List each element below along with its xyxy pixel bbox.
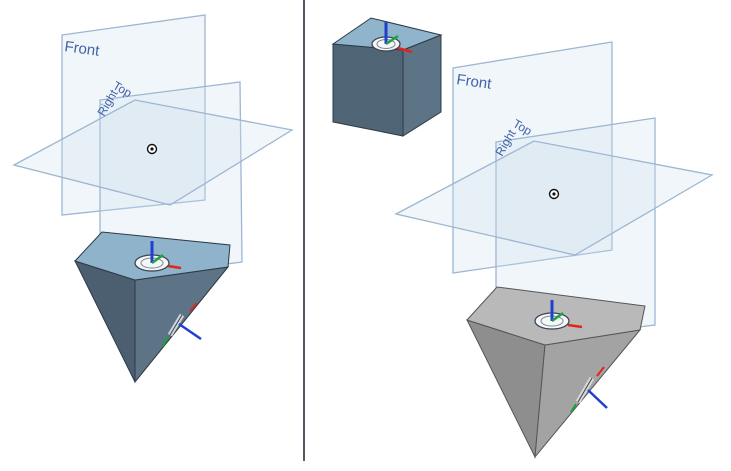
right-view: Front Top Right	[331, 17, 714, 459]
view-cube-triad-icon	[371, 22, 413, 54]
right-right-plane[interactable]	[495, 117, 656, 346]
left-origin-icon	[146, 143, 158, 155]
left-top-triad-icon	[134, 241, 182, 272]
right-pyramid-right-face	[534, 329, 642, 459]
view-cube[interactable]	[331, 17, 443, 137]
left-right-plane[interactable]	[99, 81, 243, 281]
left-front-plane[interactable]	[61, 14, 206, 216]
right-side-triad-icon	[570, 366, 608, 413]
view-cube-front-face[interactable]	[332, 43, 404, 137]
left-view: Front Top Right	[12, 14, 294, 384]
right-top-triad-icon	[534, 300, 583, 330]
right-pyramid-part[interactable]	[466, 286, 646, 459]
left-side-triad-icon	[162, 302, 202, 347]
right-front-label: Front	[455, 71, 493, 93]
left-front-label: Front	[63, 38, 101, 60]
right-origin-icon	[548, 188, 560, 200]
right-front-plane[interactable]	[452, 41, 613, 274]
left-pyramid-left-face	[74, 260, 136, 383]
